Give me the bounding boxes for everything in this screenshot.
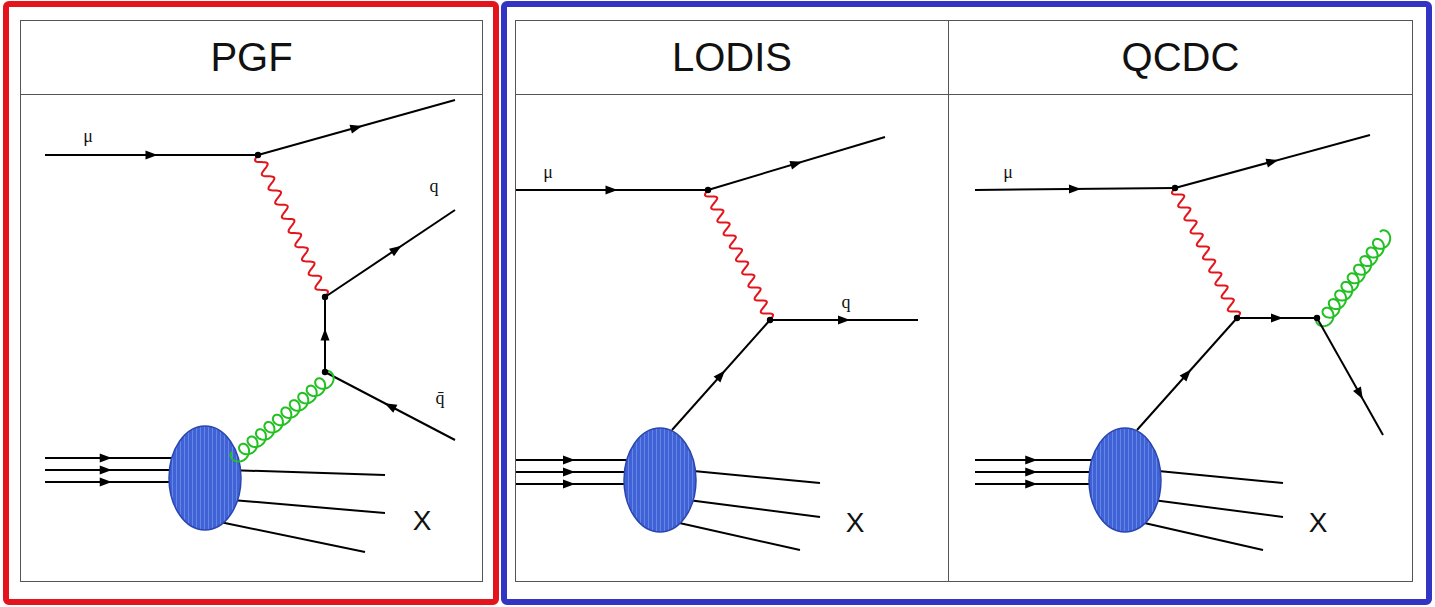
fermion-line <box>1175 135 1370 188</box>
particle-label: q̄ <box>436 389 445 407</box>
gluon-line <box>231 371 334 462</box>
vertex-dot <box>1172 185 1178 191</box>
fermion-line <box>1317 318 1383 435</box>
fermion-line <box>672 320 770 430</box>
arrow-head <box>100 454 112 463</box>
diagram-panel: QCDC <box>948 20 1413 582</box>
fermion-line <box>1137 318 1237 430</box>
vertex-dot <box>767 317 773 323</box>
vertex-dot <box>1234 315 1240 321</box>
vertex-dot <box>322 294 328 300</box>
vertex-dot <box>1314 315 1320 321</box>
panel-heading: LODIS <box>516 21 948 95</box>
remnant-line <box>232 500 385 513</box>
fermion-line <box>325 210 455 297</box>
remnant-label: X <box>413 507 432 535</box>
arrow-head <box>714 371 725 383</box>
diagram-panel: PGF <box>20 20 483 582</box>
proton-blob <box>169 426 241 530</box>
diagram-panel: LODIS <box>515 20 949 582</box>
fermion-line <box>975 483 1100 485</box>
proton-blob <box>1089 428 1161 532</box>
gluon-line <box>1316 230 1390 326</box>
photon-line <box>705 190 773 320</box>
remnant-line <box>688 500 820 517</box>
blue-frame <box>504 4 1429 602</box>
remnant-line <box>220 522 365 552</box>
photon-line <box>1172 188 1240 318</box>
remnant-label: X <box>846 509 865 537</box>
vertex-dot <box>255 152 261 158</box>
arrow-head <box>389 246 401 256</box>
particle-label: μ <box>83 127 93 145</box>
remnant-label: X <box>1309 509 1328 537</box>
remnant-line <box>1153 500 1283 517</box>
particle-label: μ <box>543 163 553 181</box>
fermion-line <box>45 469 180 471</box>
vertex-dot <box>705 187 711 193</box>
arrow-head <box>1271 314 1283 323</box>
fermion-line <box>975 471 1100 473</box>
arrow-head <box>385 403 398 413</box>
fermion-line <box>258 100 455 155</box>
fermion-line <box>45 481 180 483</box>
arrow-head <box>1180 370 1191 382</box>
particle-label: q <box>842 293 851 311</box>
red-frame <box>6 4 496 602</box>
fermion-line <box>975 459 1100 461</box>
fermion-line <box>45 457 180 459</box>
arrow-head <box>1025 480 1037 489</box>
vertex-dot <box>322 369 328 375</box>
remnant-line <box>1140 522 1263 550</box>
particle-label: q <box>430 177 439 195</box>
arrow-head <box>1353 387 1363 400</box>
arrow-head <box>1266 159 1279 168</box>
remnant-line <box>228 470 385 475</box>
fermion-line <box>325 372 455 440</box>
arrow-head <box>563 468 575 477</box>
proton-blob <box>624 428 696 532</box>
particle-label: μ <box>1003 163 1013 181</box>
remnant-line <box>1148 470 1283 483</box>
arrow-head <box>789 161 802 170</box>
arrow-head <box>1025 468 1037 477</box>
arrow-head <box>563 456 575 465</box>
arrow-head <box>1069 185 1081 194</box>
arrow-head <box>350 125 363 134</box>
arrow-head <box>100 466 112 475</box>
arrow-head <box>146 151 158 160</box>
arrow-head <box>100 478 112 487</box>
photon-line <box>255 155 328 297</box>
arrow-head <box>838 316 850 325</box>
arrow-head <box>1025 456 1037 465</box>
arrow-head <box>606 186 618 195</box>
arrow-head <box>563 480 575 489</box>
panel-heading: QCDC <box>949 21 1412 95</box>
remnant-line <box>683 470 820 483</box>
panel-heading: PGF <box>21 21 482 95</box>
remnant-line <box>675 522 800 550</box>
fermion-line <box>708 137 885 190</box>
arrow-head <box>321 329 330 341</box>
